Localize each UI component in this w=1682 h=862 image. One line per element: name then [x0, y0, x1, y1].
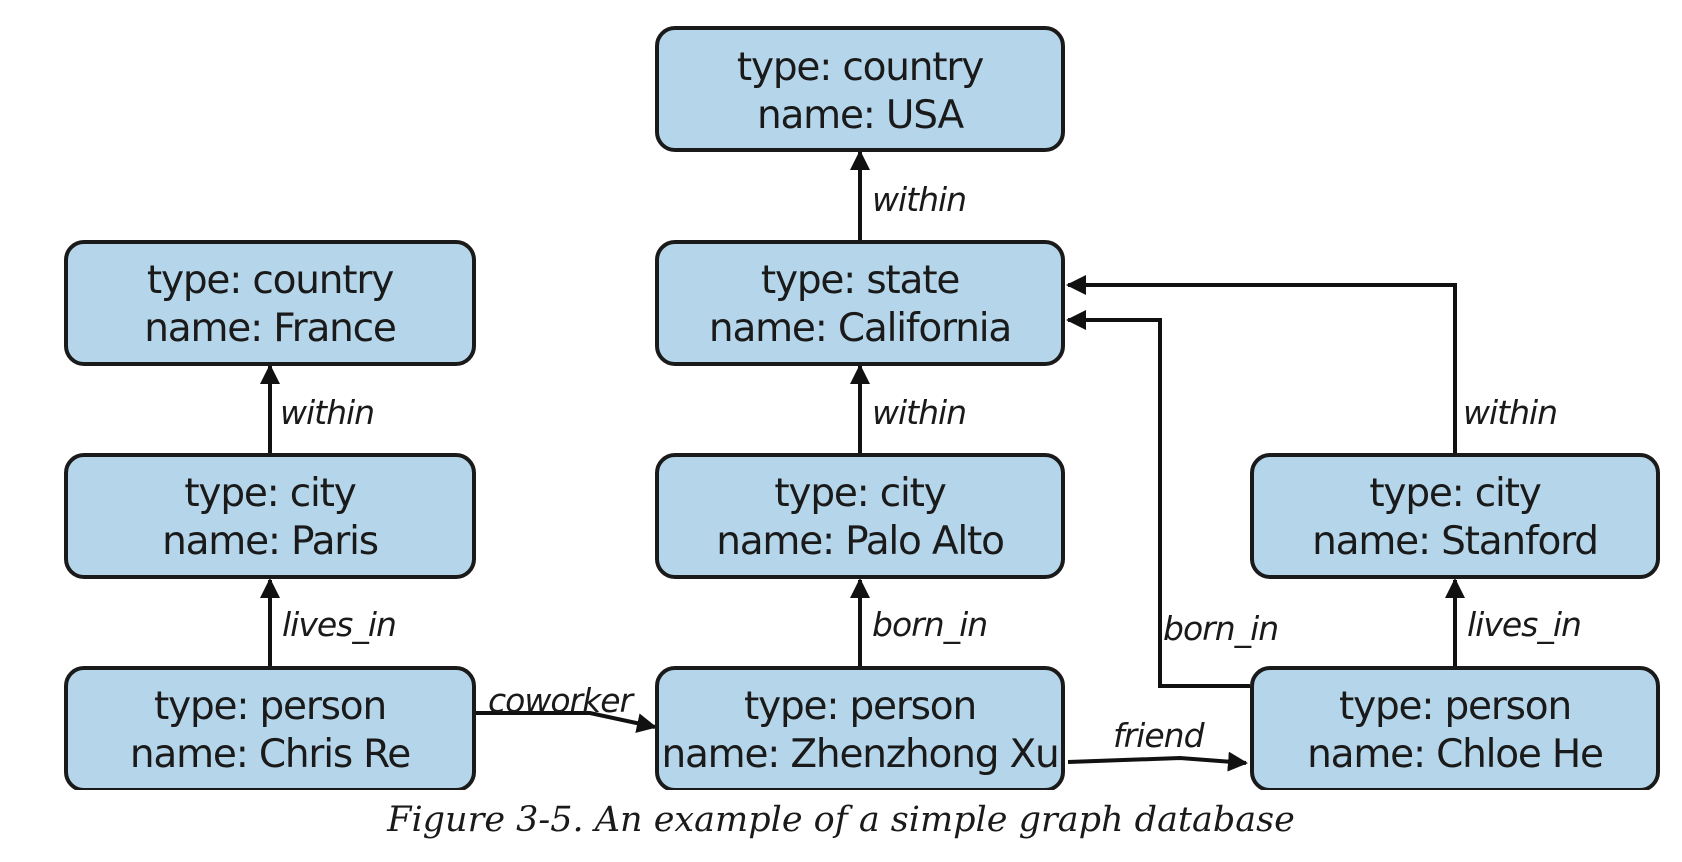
edge-label: within — [872, 393, 966, 432]
edge-label: born_in — [1163, 609, 1278, 648]
node-name-label: name: Paris — [162, 519, 378, 564]
edge-label: coworker — [488, 681, 635, 720]
node-name-label: name: Chloe He — [1307, 732, 1603, 777]
edge-chloe-bornin-california: born_in — [1066, 310, 1279, 688]
node-type-label: type: country — [147, 258, 393, 303]
edge-label: born_in — [872, 605, 987, 644]
edge-chris-coworker-zhenzhong: coworker — [474, 681, 657, 733]
edge-line — [1067, 751, 1248, 772]
node-person-zhenzhong-xu: type: person name: Zhenzhong Xu — [655, 666, 1065, 790]
edge-paloalto-within-california: within — [850, 364, 967, 453]
node-type-label: type: person — [1339, 684, 1571, 729]
edge-line — [1066, 310, 1250, 688]
edge-label: lives_in — [1467, 605, 1581, 644]
node-name-label: name: USA — [757, 93, 965, 138]
node-name-label: name: California — [709, 306, 1011, 351]
edge-label: lives_in — [282, 605, 396, 644]
node-name-label: name: Stanford — [1312, 519, 1598, 564]
node-name-label: name: Chris Re — [130, 732, 410, 777]
node-country-france: type: country name: France — [64, 240, 476, 366]
node-city-stanford: type: city name: Stanford — [1250, 453, 1660, 579]
node-name-label: name: Zhenzhong Xu — [661, 732, 1058, 777]
node-type-label: type: city — [774, 471, 945, 516]
edge-label: friend — [1113, 716, 1206, 755]
edge-chris-livesin-paris: lives_in — [260, 578, 397, 666]
edge-chloe-livesin-stanford: lives_in — [1445, 578, 1582, 666]
node-city-palo-alto: type: city name: Palo Alto — [655, 453, 1065, 579]
node-type-label: type: city — [184, 471, 355, 516]
edge-line — [1066, 275, 1457, 453]
node-country-usa: type: country name: USA — [655, 26, 1065, 152]
edge-label: within — [280, 393, 374, 432]
edge-paris-within-france: within — [260, 364, 375, 453]
edge-stanford-within-california: within — [1066, 275, 1558, 453]
edge-line — [474, 711, 657, 733]
graph-canvas: within within within within lives_in bor… — [64, 26, 1660, 790]
edge-label: within — [872, 180, 966, 219]
edge-label: within — [1463, 393, 1557, 432]
node-type-label: type: person — [154, 684, 386, 729]
edge-california-within-usa: within — [850, 150, 967, 240]
node-type-label: type: person — [744, 684, 976, 729]
node-state-california: type: state name: California — [655, 240, 1065, 366]
edge-zhenzhong-friend-chloe: friend — [1067, 716, 1248, 772]
node-type-label: type: state — [761, 258, 959, 303]
node-person-chloe-he: type: person name: Chloe He — [1250, 666, 1660, 790]
figure-caption: Figure 3-5. An example of a simple graph… — [387, 800, 1295, 840]
node-city-paris: type: city name: Paris — [64, 453, 476, 579]
node-name-label: name: France — [144, 306, 395, 351]
node-name-label: name: Palo Alto — [716, 519, 1004, 564]
node-type-label: type: country — [737, 45, 983, 90]
node-type-label: type: city — [1369, 471, 1540, 516]
edge-zhenzhong-bornin-paloalto: born_in — [850, 578, 988, 666]
node-person-chris-re: type: person name: Chris Re — [64, 666, 476, 790]
